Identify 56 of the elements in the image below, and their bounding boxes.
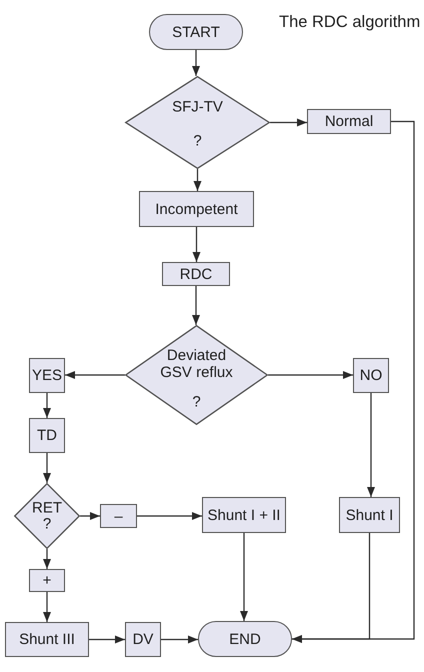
decision-text: ?: [42, 516, 52, 532]
terminal-label: END: [229, 630, 261, 648]
arrow: [65, 371, 125, 379]
process-box: [202, 497, 286, 533]
step-label: Shunt I: [346, 506, 394, 524]
step-label: RDC: [180, 266, 212, 282]
step-label: –: [114, 508, 123, 524]
decision-text: ?: [192, 394, 201, 410]
arrow: [161, 636, 198, 644]
decision-diamond: [125, 325, 268, 425]
decision-text: ?: [193, 132, 202, 150]
terminal-pill: [198, 621, 292, 657]
process-box: [339, 497, 400, 533]
step-label: Shunt III: [19, 631, 75, 648]
step-label: YES: [32, 367, 62, 384]
arrow: [80, 512, 100, 520]
process-box: [29, 358, 65, 393]
step-label: +: [42, 572, 52, 589]
diagram-title: The RDC algorithm: [279, 13, 420, 32]
step-label: DV: [132, 631, 154, 648]
step-label: TD: [37, 427, 57, 444]
process-box: [307, 109, 391, 134]
arrow: [268, 371, 353, 379]
step-label: Normal: [324, 113, 374, 130]
arrow: [43, 393, 51, 418]
decision-text: Deviated GSV reflux: [159, 346, 234, 380]
process-box: [5, 622, 89, 657]
arrow: [192, 50, 200, 76]
process-box: [29, 569, 65, 592]
arrow: [292, 120, 415, 643]
process-box: [139, 191, 254, 227]
step-label: Incompetent: [155, 200, 238, 218]
arrow: [194, 169, 202, 191]
arrow: [137, 512, 202, 520]
arrow: [43, 592, 51, 622]
arrow: [43, 453, 51, 483]
step-label: NO: [360, 367, 382, 384]
decision-diamond: [14, 483, 80, 549]
process-box: [125, 622, 161, 657]
decision-text: SFJ-TV: [172, 98, 223, 116]
arrow: [270, 118, 307, 126]
decision-diamond: [125, 76, 270, 169]
terminal-label: START: [172, 24, 220, 40]
arrow: [43, 549, 51, 569]
decision-text: RET: [32, 500, 62, 516]
process-box: [162, 262, 230, 286]
process-box: [353, 358, 389, 393]
arrow: [89, 636, 125, 644]
arrow: [240, 533, 248, 621]
arrow: [192, 227, 200, 262]
process-box: [100, 504, 137, 528]
terminal-pill: [149, 14, 243, 50]
arrow: [367, 393, 375, 497]
arrow: [192, 286, 200, 325]
step-label: Shunt I + II: [208, 506, 280, 524]
process-box: [29, 418, 65, 453]
